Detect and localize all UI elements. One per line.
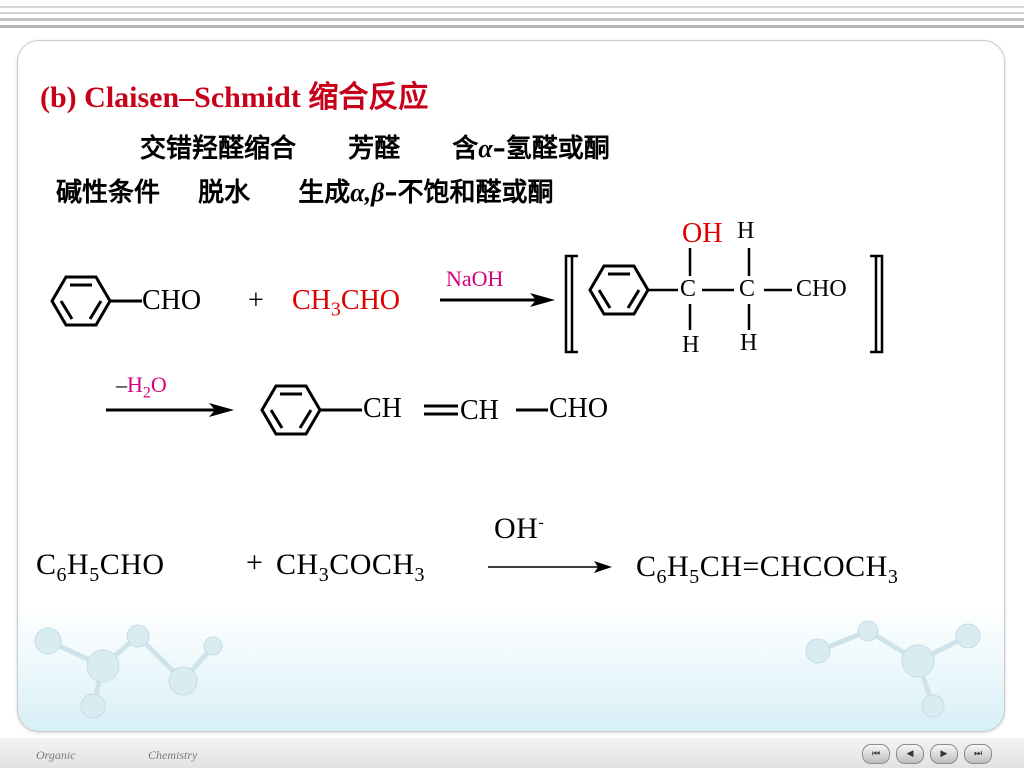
line2-part2: 脱水: [198, 178, 251, 208]
reactant1-cho: CHO: [142, 285, 202, 316]
water-o: O: [150, 372, 167, 397]
intermediate-c1: C: [680, 276, 697, 302]
footer-chemistry: Chemistry: [148, 748, 198, 762]
bracket-right: [870, 254, 884, 354]
reagent-naoh: NaOH: [446, 266, 504, 291]
intermediate-bonds: [648, 248, 792, 330]
benzaldehyde-sub1: 6: [56, 564, 68, 586]
line1-alpha: α: [478, 134, 493, 163]
arrow-hydroxide: [488, 561, 612, 573]
slide-title: (b) Claisen–Schmidt 缩合反应: [40, 81, 429, 114]
product3-sub2: 5: [689, 566, 700, 588]
line2-greek: α,β: [350, 178, 385, 207]
nav-last-button[interactable]: ⏭: [964, 744, 992, 764]
line1-part2: 芳醛: [348, 134, 401, 164]
line2-part1: 碱性条件: [56, 178, 161, 208]
reaction3-product: C6H5CH=CHCOCH3: [636, 550, 898, 589]
footer-bar: [0, 738, 1024, 768]
intermediate-cho: CHO: [796, 276, 847, 302]
arrow-naoh: [440, 293, 555, 307]
plus-sign-1: +: [248, 285, 264, 316]
product3-sub1: 6: [656, 566, 668, 588]
nav-first-button[interactable]: ⏮: [862, 744, 890, 764]
line1-part3-prefix: 含: [452, 134, 479, 164]
hydroxide-charge: -: [538, 514, 545, 531]
reaction3-acetone: CH3COCH3: [276, 548, 425, 587]
intermediate-h-top: H: [737, 218, 755, 244]
intermediate-h-bottom-2: H: [740, 330, 758, 356]
benzene-ring-1: [50, 275, 112, 327]
benzaldehyde-rest: CHO: [99, 548, 165, 581]
molecule-decoration: [34, 620, 981, 719]
acetone-sub2: 3: [414, 564, 426, 586]
product3-sub3: 3: [887, 566, 899, 588]
product-ch-2: CH: [460, 395, 499, 426]
product-cho: CHO: [549, 393, 609, 424]
line1-part3-suffix: –氢醛或酮: [492, 134, 610, 164]
slide-panel: [17, 40, 1005, 732]
plus-sign-3: +: [246, 546, 264, 579]
line2-part3-prefix: 生成: [298, 178, 351, 208]
bracket-left: [564, 254, 578, 354]
intermediate-h-bottom-1: H: [682, 332, 700, 358]
line2-part3-suffix: –不饱和醛或酮: [384, 178, 554, 208]
hydroxide-text: OH: [494, 512, 539, 545]
water-sub: 2: [142, 384, 151, 402]
acetaldehyde-ch: CH: [292, 285, 331, 316]
description-line-2: 碱性条件 脱水 生成α,β–不饱和醛或酮: [56, 172, 554, 209]
product3-h: H: [667, 550, 690, 583]
reactant2-acetaldehyde: CH3CHO: [292, 285, 400, 322]
acetone-ch: CH: [276, 548, 319, 581]
acetone-coch: COCH: [329, 548, 415, 581]
acetaldehyde-sub: 3: [330, 298, 341, 321]
description-line-1: 交错羟醛缩合 芳醛 含α–氢醛或酮: [140, 128, 610, 165]
intermediate-oh: OH: [682, 218, 723, 249]
product-bonds: [320, 404, 548, 416]
acetaldehyde-cho: CHO: [340, 285, 401, 316]
line1-part1: 交错羟醛缩合: [140, 134, 297, 164]
product3-c: C: [636, 550, 657, 583]
intermediate-c2: C: [739, 276, 756, 302]
benzaldehyde-h: H: [67, 548, 90, 581]
arrow-dehydration: [106, 403, 234, 417]
product3-rest: CH=CHCOCH: [699, 550, 888, 583]
reagent-minus-water: –H2O: [116, 372, 167, 402]
benzaldehyde-c: C: [36, 548, 57, 581]
product-ch-1: CH: [363, 393, 402, 424]
footer-organic: Organic: [36, 748, 76, 762]
benzene-ring-2: [588, 264, 650, 316]
benzaldehyde-sub2: 5: [89, 564, 100, 586]
nav-prev-button[interactable]: ◀: [896, 744, 924, 764]
reagent-hydroxide: OH-: [494, 512, 544, 546]
benzene-ring-3: [260, 384, 322, 436]
minus-sign: –: [116, 372, 127, 397]
top-stripes: [0, 0, 1024, 34]
acetone-sub1: 3: [318, 564, 330, 586]
nav-next-button[interactable]: ▶: [930, 744, 958, 764]
reaction3-benzaldehyde: C6H5CHO: [36, 548, 165, 587]
water-h: H: [127, 372, 143, 397]
